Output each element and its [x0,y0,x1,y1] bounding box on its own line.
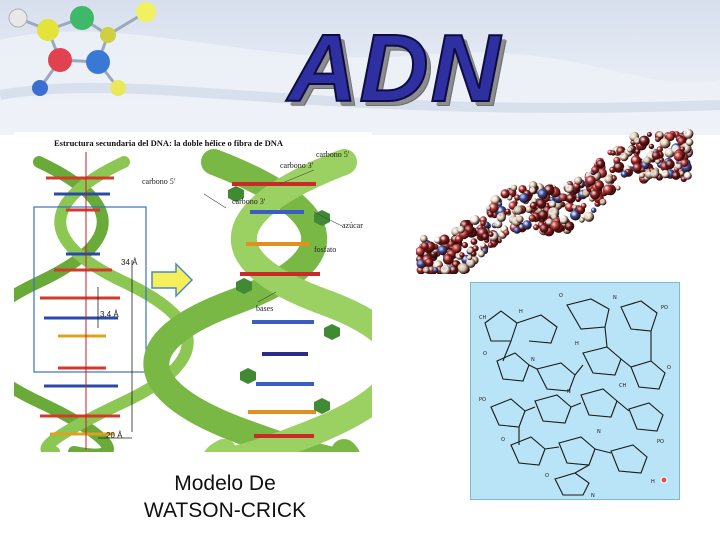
double-helix-figure: Estructura secundaria del DNA: la doble … [14,132,372,452]
svg-text:O: O [667,365,671,371]
svg-text:N: N [591,493,595,499]
large-helix-bases [232,182,320,438]
svg-text:CH: CH [479,315,486,321]
model-caption-line-1: Modelo De [174,472,276,495]
small-helix-rungs [40,176,120,436]
molecule-logo-icon [8,2,156,96]
double-helix-illustration [14,149,372,452]
model-caption: Modelo De WATSON-CRICK [110,470,340,524]
label-distance-34: 34 Å [121,258,138,267]
label-distance-3-4: 3.4 Å [100,310,119,319]
figure-heading: Estructura secundaria del DNA: la doble … [54,138,284,148]
large-helix [143,149,372,452]
large-helix-phosphates [228,186,340,414]
svg-text:O: O [545,473,549,479]
small-helix [14,156,194,452]
chemical-structure-panel: CH H O N PO O N H O PO N CH O N PO O H N [470,282,680,500]
header-swoosh [0,31,720,135]
chemical-structure-drawing: CH H O N PO O N H O PO N CH O N PO O H N [479,293,671,499]
svg-text:N: N [613,295,617,301]
label-azucar: azúcar [342,221,363,230]
slide-title: ADN [287,14,502,123]
label-carbono-5-top: carbono 5' [316,150,350,159]
svg-text:H: H [519,309,523,315]
svg-text:PO: PO [661,305,668,311]
svg-text:H: H [651,479,655,485]
svg-text:N: N [531,357,535,363]
svg-text:N: N [567,389,571,395]
label-fosfato: fosfato [314,245,337,254]
svg-text:O: O [483,351,487,357]
label-carbono-3-mid: carbono 3' [232,197,266,206]
label-carbono-5-left: carbono 5' [142,177,176,186]
label-bases: bases [256,304,274,313]
space-filling-dna-model [416,128,694,274]
svg-text:PO: PO [479,397,486,403]
label-carbono-3-top: carbono 3' [280,161,314,170]
svg-text:CH: CH [619,383,626,389]
label-distance-20: 20 Å [106,431,123,440]
svg-text:N: N [597,429,601,435]
svg-text:O: O [501,437,505,443]
model-caption-line-2: WATSON-CRICK [143,499,307,522]
svg-text:H: H [575,341,579,347]
svg-text:O: O [559,293,563,299]
svg-text:PO: PO [657,439,664,445]
